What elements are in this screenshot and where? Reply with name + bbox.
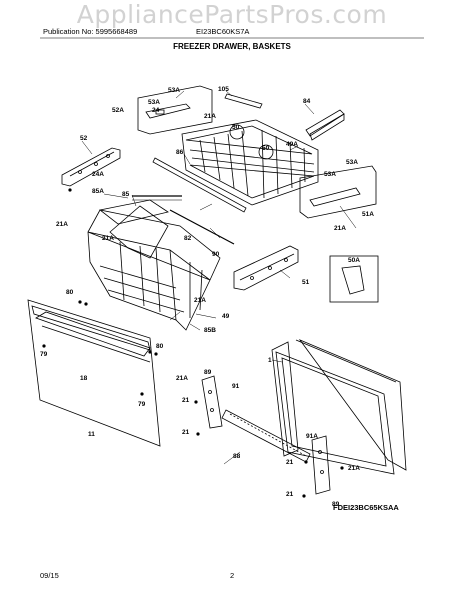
callout-50-a: 50 — [232, 124, 240, 131]
callout-85A: 85A — [92, 188, 104, 195]
model-number: EI23BC60KS7A — [196, 27, 250, 36]
callout-50-b: 50 — [262, 145, 270, 152]
callout-85: 85 — [122, 191, 130, 198]
callout-80-right: 80 — [156, 343, 164, 350]
screw-79-left — [42, 344, 46, 348]
callout-21A-basket: 21A — [102, 235, 114, 242]
callout-91: 91 — [232, 383, 240, 390]
callout-53A-right-top: 53A — [346, 159, 358, 166]
callout-box-50A — [329, 255, 379, 303]
callout-21A-bracket: 21A — [176, 375, 188, 382]
callout-51: 51 — [302, 279, 310, 286]
part-52 — [61, 147, 121, 187]
part-24 — [155, 109, 165, 115]
callout-box-upper — [137, 85, 213, 135]
callout-50A: 50A — [348, 257, 360, 264]
callout-21-d: 21 — [286, 491, 294, 498]
callout-21-c: 21 — [286, 459, 294, 466]
part-86 — [152, 157, 247, 213]
callout-21A-lower: 21A — [194, 297, 206, 304]
part-90 — [169, 209, 235, 245]
callout-84: 84 — [303, 98, 311, 105]
callout-49: 49 — [222, 313, 230, 320]
part-1-frame — [271, 339, 407, 475]
callout-89-lower: 89 — [332, 501, 340, 508]
lower-basket — [87, 209, 221, 331]
callout-52A: 52A — [112, 107, 124, 114]
screw-24A — [68, 188, 72, 192]
callout-86: 86 — [176, 149, 184, 156]
diagram-code: FDEI23BC65KSAA — [333, 503, 399, 512]
page-title: FREEZER DRAWER, BASKETS — [173, 42, 291, 51]
part-51A — [309, 187, 361, 207]
screw-21-d — [302, 494, 306, 498]
callout-21A-right: 21A — [334, 225, 346, 232]
screw-21-c — [304, 460, 308, 464]
footer-page-number: 2 — [230, 571, 235, 580]
callout-1: 1 — [268, 357, 272, 364]
callout-24A: 24A — [92, 171, 104, 178]
callout-105: 105 — [218, 86, 229, 93]
callout-79-right: 79 — [138, 401, 146, 408]
watermark: AppliancePartsPros.com — [76, 0, 388, 29]
callout-21A-left: 21A — [56, 221, 68, 228]
callout-88: 88 — [233, 453, 241, 460]
callout-91A: 91A — [306, 433, 318, 440]
callout-box-right — [299, 165, 377, 219]
footer-date: 09/15 — [40, 571, 59, 580]
screw-80-left — [78, 300, 82, 304]
screw-79-right — [140, 392, 144, 396]
callout-24: 24 — [152, 107, 160, 114]
part-105 — [224, 93, 263, 109]
part-89-upper — [201, 375, 223, 429]
callout-80-left: 80 — [66, 289, 74, 296]
callout-21-a: 21 — [182, 397, 190, 404]
callout-49A: 49A — [286, 141, 298, 148]
screw-21-a — [194, 400, 198, 404]
callout-21-b: 21 — [182, 429, 190, 436]
part-18-handle — [35, 311, 151, 357]
callout-85B: 85B — [204, 327, 216, 334]
callout-21A-bottom: 21A — [348, 465, 360, 472]
callout-82: 82 — [184, 235, 192, 242]
callout-21A-top: 21A — [204, 113, 216, 120]
part-50-clip-b — [258, 144, 274, 160]
callout-51A: 51A — [362, 211, 374, 218]
callout-90: 90 — [212, 251, 220, 258]
callout-79-left: 79 — [40, 351, 48, 358]
part-50-clip-a — [229, 124, 245, 140]
part-89-lower — [311, 435, 331, 495]
screw-21A-lower — [340, 466, 344, 470]
screw-21-b — [196, 432, 200, 436]
screw-80-right — [148, 350, 152, 354]
callout-18: 18 — [80, 375, 88, 382]
callout-89-upper: 89 — [204, 369, 212, 376]
callout-52: 52 — [80, 135, 88, 142]
callout-53A-box: 53A — [148, 99, 160, 106]
part-85 — [99, 199, 169, 225]
callout-53A-right: 53A — [324, 171, 336, 178]
callout-53A-top: 53A — [168, 87, 180, 94]
part-52A — [145, 103, 191, 119]
publication-number: Publication No: 5995668489 — [43, 27, 138, 36]
part-11-drawer-front — [27, 299, 161, 447]
part-51 — [233, 245, 299, 291]
callout-11: 11 — [88, 431, 95, 438]
upper-basket — [181, 119, 319, 206]
